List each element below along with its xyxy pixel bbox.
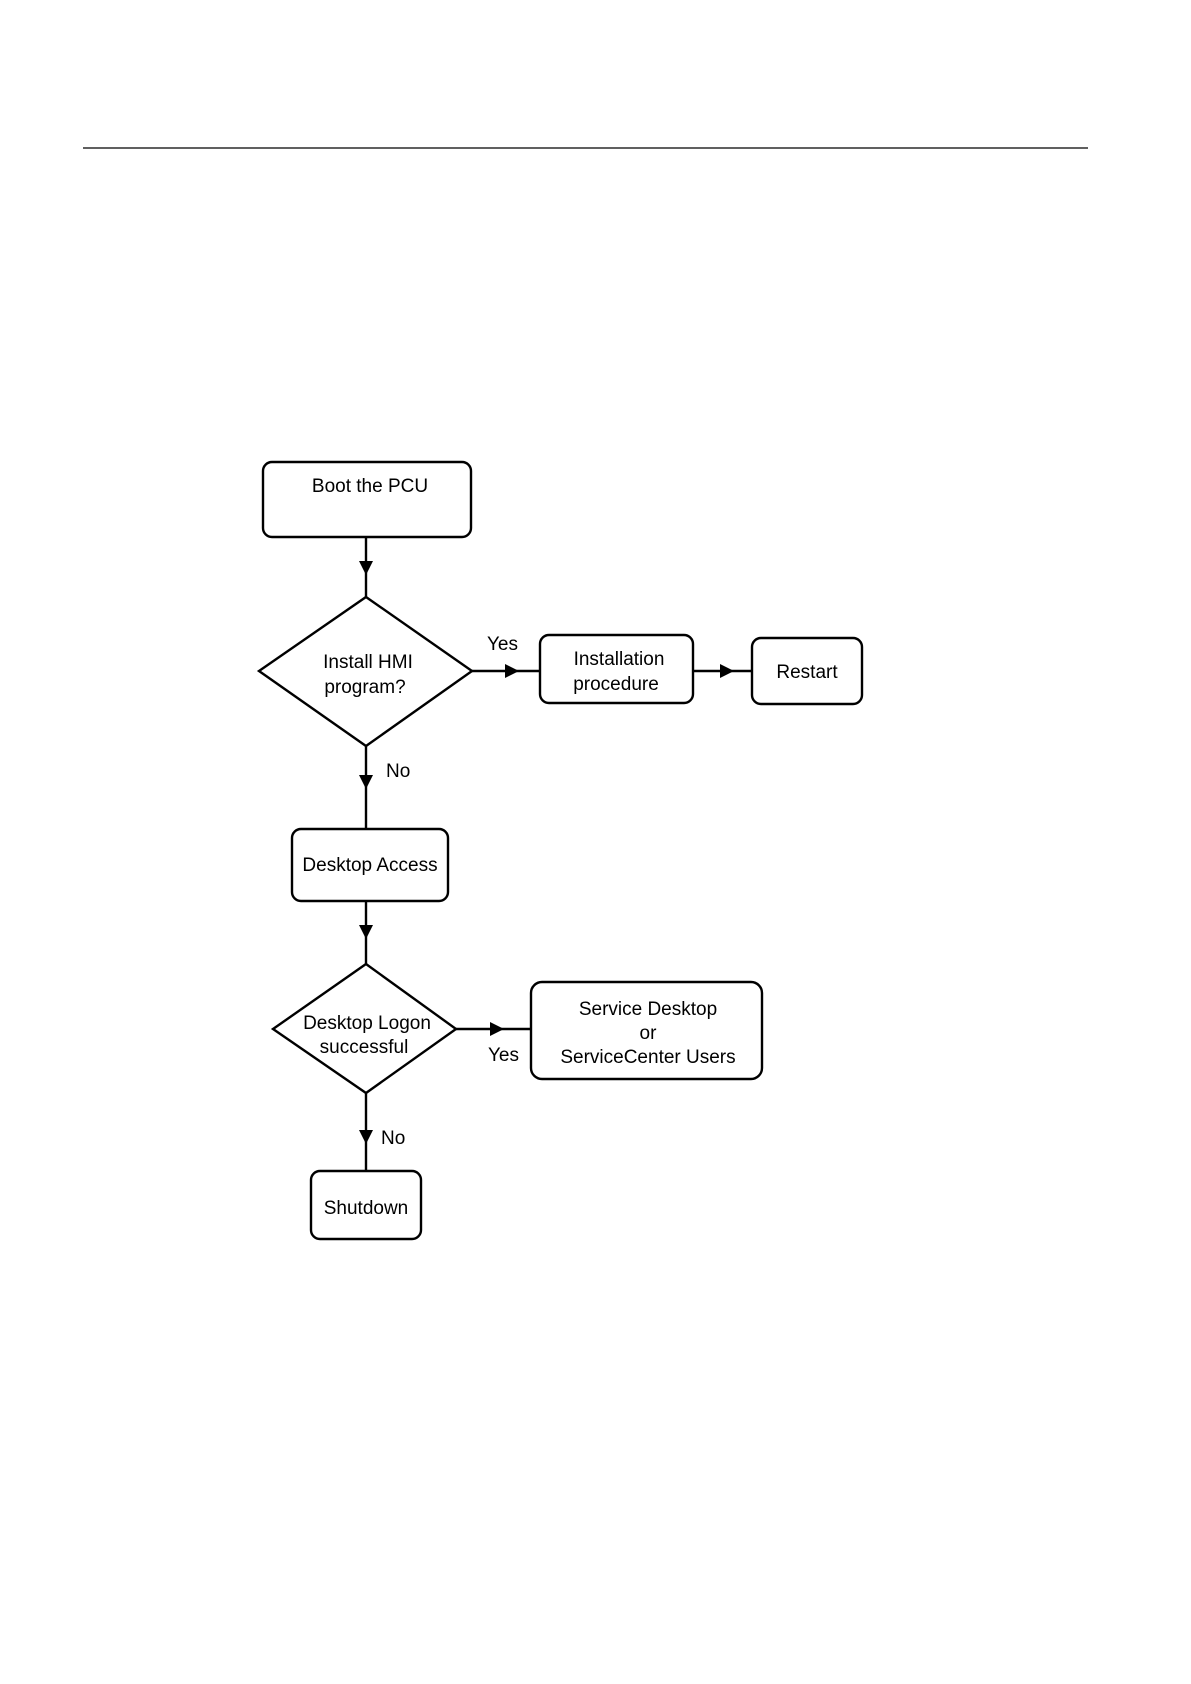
- arrowhead-installation-to-restart: [720, 664, 734, 678]
- arrowhead-install-no: [359, 775, 373, 789]
- node-installation-label-line-2: procedure: [573, 674, 659, 695]
- arrowhead-boot-to-install: [359, 561, 373, 575]
- arrowhead-install-yes: [505, 664, 519, 678]
- edge-label-install-yes: Yes: [487, 634, 518, 655]
- arrowhead-access-to-logon: [359, 925, 373, 939]
- node-shutdown: Shutdown: [311, 1171, 421, 1239]
- node-logon-decision: Desktop Logon successful: [273, 964, 456, 1093]
- arrowhead-logon-yes: [490, 1022, 504, 1036]
- node-install-decision-label-line-1: Install HMI: [323, 652, 413, 673]
- node-desktop-access: Desktop Access: [292, 829, 448, 901]
- node-service-desktop-label-line-2: or: [640, 1023, 658, 1044]
- node-service-desktop-label-line-3: ServiceCenter Users: [560, 1047, 735, 1068]
- node-service-desktop-label-line-1: Service Desktop: [579, 999, 717, 1020]
- node-restart-label: Restart: [776, 662, 838, 683]
- arrowhead-logon-no: [359, 1130, 373, 1144]
- node-installation: Installation procedure: [540, 635, 693, 703]
- node-install-decision-label-line-2: program?: [324, 677, 405, 698]
- edge-label-logon-yes: Yes: [488, 1045, 519, 1066]
- node-boot-label: Boot the PCU: [312, 476, 428, 497]
- edge-label-install-no: No: [386, 761, 410, 782]
- node-service-desktop: Service Desktop or ServiceCenter Users: [531, 982, 762, 1079]
- node-desktop-access-label: Desktop Access: [302, 855, 437, 876]
- node-shutdown-label: Shutdown: [324, 1198, 409, 1219]
- node-boot: Boot the PCU: [263, 462, 471, 537]
- edge-label-logon-no: No: [381, 1128, 405, 1149]
- node-restart: Restart: [752, 638, 862, 704]
- node-logon-decision-label-line-2: successful: [320, 1037, 409, 1058]
- node-installation-label-line-1: Installation: [574, 649, 665, 670]
- node-install-decision: Install HMI program?: [259, 597, 472, 746]
- node-boot-shape: [263, 462, 471, 537]
- node-logon-decision-label-line-1: Desktop Logon: [303, 1013, 431, 1034]
